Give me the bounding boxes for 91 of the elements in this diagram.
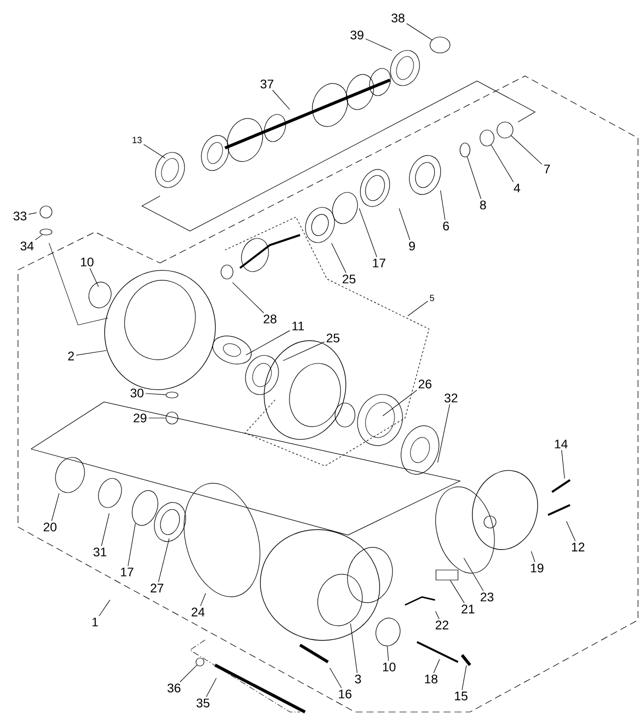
leader-line [28, 212, 37, 215]
leader-line [561, 450, 565, 479]
leader-line [128, 523, 136, 566]
leader-line [101, 513, 110, 546]
callout-number: 17 [121, 568, 134, 576]
callout-number: 16 [339, 690, 352, 698]
leader-line [158, 538, 170, 582]
callout-number: 20 [44, 522, 56, 532]
leader-line [35, 234, 43, 240]
callout-number: 23 [480, 592, 494, 602]
part-drawing [40, 228, 52, 236]
callout-number: 27 [150, 584, 164, 592]
leader-line [358, 208, 378, 258]
leader-line [466, 156, 482, 200]
leader-line [200, 592, 206, 606]
part-drawing [436, 570, 458, 580]
leader-line [232, 282, 264, 314]
callout-number: 1 [92, 618, 98, 626]
leader-line [398, 208, 410, 240]
callout-number: 5 [430, 294, 434, 302]
callout-number: 37 [260, 80, 274, 88]
callout-number: 7 [544, 164, 550, 174]
callout-number: 29 [134, 414, 146, 422]
callout-number: 13 [132, 136, 142, 144]
callout-number: 14 [555, 440, 568, 448]
part-drawing [496, 122, 514, 138]
leader-line [350, 623, 358, 674]
callout-number: 24 [192, 608, 205, 616]
leader-line [440, 190, 446, 220]
leader-line [530, 551, 536, 562]
leader-line [180, 664, 198, 682]
callout-number: 10 [81, 258, 94, 266]
callout-number: 11 [292, 322, 304, 330]
leader-line [145, 393, 166, 395]
callout-number: 39 [350, 30, 364, 40]
part-drawing [430, 36, 450, 54]
callout-number: 38 [392, 14, 404, 22]
callout-number: 26 [418, 380, 432, 388]
leader-line [406, 23, 432, 40]
callout-number: 22 [436, 620, 448, 630]
callout-number: 25 [342, 274, 356, 284]
callout-number: 35 [196, 698, 210, 708]
leader-line [76, 350, 107, 356]
leader-line [282, 342, 325, 361]
leader-line [331, 242, 346, 274]
callout-number: 34 [20, 242, 34, 250]
leader-line [464, 558, 484, 592]
leader-line [51, 493, 60, 522]
callout-number: 19 [531, 564, 544, 572]
leader-line [272, 90, 290, 110]
part-drawing [480, 130, 494, 146]
leader-line [382, 390, 418, 416]
callout-number: 4 [514, 184, 520, 192]
leader-line [90, 268, 99, 288]
callout-number: 28 [264, 314, 276, 324]
leader-line [437, 404, 450, 463]
leader-line [462, 665, 467, 690]
leader-line [98, 600, 110, 616]
leader-line [143, 144, 166, 158]
callout-number: 10 [383, 662, 396, 672]
part-drawing [460, 142, 470, 158]
leader-line [246, 330, 290, 356]
leader-line [365, 38, 392, 51]
leader-line [433, 658, 440, 674]
callout-number: 12 [572, 542, 584, 552]
leader-line [387, 646, 389, 662]
callout-number: 3 [355, 674, 361, 684]
callout-number: 30 [130, 388, 144, 398]
callout-number: 18 [425, 674, 438, 684]
callout-number: 8 [480, 200, 486, 210]
part-drawing [166, 392, 178, 398]
callout-number: 36 [168, 684, 180, 692]
callout-number: 33 [14, 212, 26, 220]
callout-number: 6 [443, 222, 449, 230]
callout-number: 2 [68, 352, 74, 360]
leader-line [435, 610, 440, 620]
leader-line [510, 135, 542, 164]
part-drawing [166, 412, 178, 424]
callout-number: 32 [444, 394, 458, 402]
callout-number: 31 [94, 548, 106, 556]
leader-line [330, 668, 342, 688]
callout-number: 21 [462, 604, 474, 614]
leader-line [566, 520, 576, 542]
callout-number: 17 [373, 258, 386, 268]
callout-number: 15 [455, 692, 468, 700]
callout-number: 25 [326, 334, 340, 342]
leader-line [408, 300, 428, 316]
leader-line [490, 144, 514, 182]
leader-line [206, 678, 217, 698]
part-drawing [196, 658, 204, 666]
callout-number: 9 [409, 242, 415, 250]
